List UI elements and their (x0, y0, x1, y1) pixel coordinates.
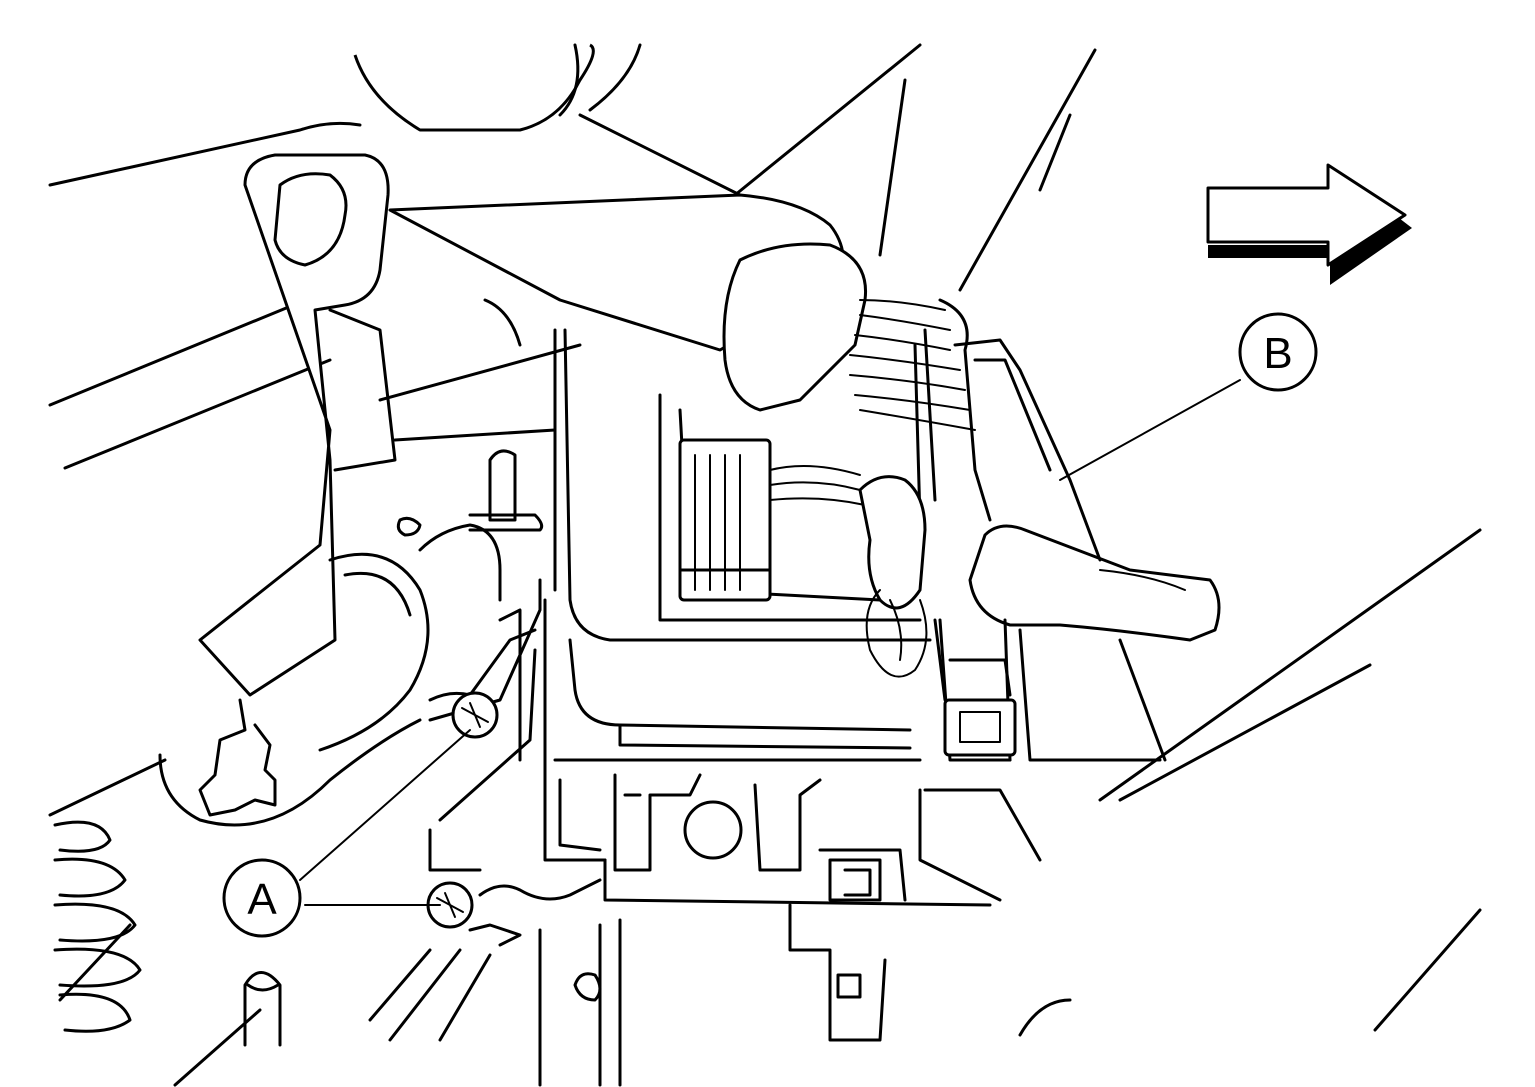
harness-grip (968, 524, 1221, 642)
callout-a: A (222, 858, 302, 938)
coil-spring (53, 820, 142, 1033)
left-mount-post (158, 298, 544, 827)
callout-leaders (299, 379, 1241, 906)
left-clip-bracket (198, 153, 397, 697)
callout-a-label: A (247, 875, 277, 924)
connector-left (678, 438, 772, 602)
lower-bracket (598, 773, 1042, 1087)
control-unit-body (543, 328, 992, 907)
callout-b: B (1238, 312, 1318, 392)
wire-harness (722, 242, 992, 678)
bottom-pins (243, 971, 602, 1047)
connector-lower-right (933, 618, 1017, 757)
arrow-right-icon (1206, 163, 1412, 285)
callout-b-label: B (1263, 329, 1292, 378)
bolt-screws (368, 578, 602, 1087)
